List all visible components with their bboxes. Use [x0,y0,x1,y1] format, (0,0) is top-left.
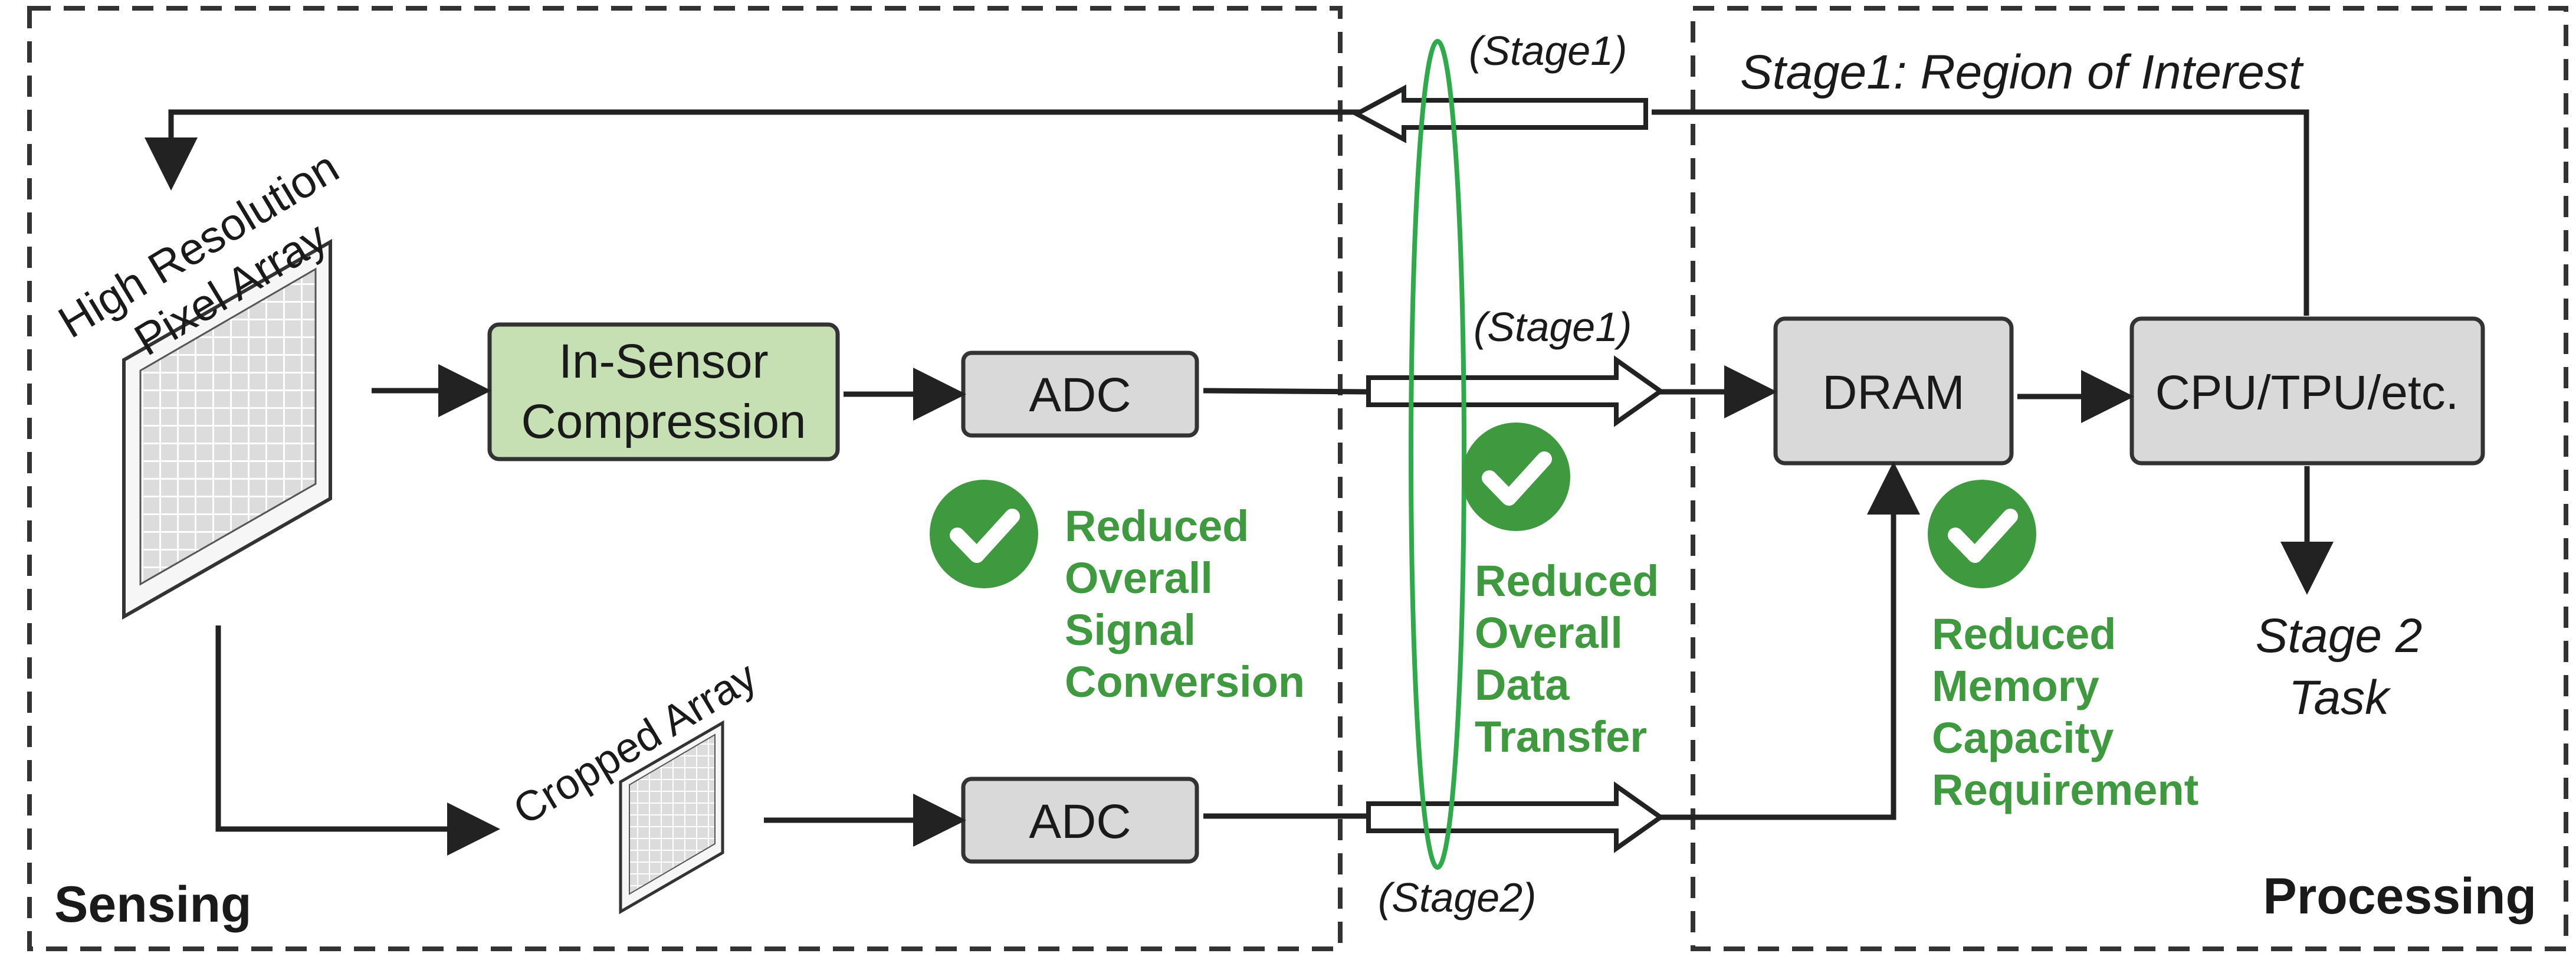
benefit-transfer-line: Reduced [1475,556,1659,605]
in-sensor-label-line1: In-Sensor [559,335,769,388]
arrow-feedback-to-array [145,109,1363,191]
sensing-region [27,6,1343,951]
benefit-signal-line: Conversion [1065,657,1305,706]
line-array-to-cropped [215,625,500,856]
cpu-tpu-label: CPU/TPU/etc. [2155,366,2459,420]
arrow-transfer-to-dram-bottom [1658,461,1920,820]
in-sensor-label-line2: Compression [521,395,806,448]
processing-region [1691,6,2568,951]
stage2-data-label: (Stage2) [1378,874,1536,921]
benefit-signal-conversion: Reduced Overall Signal Conversion [1065,502,1305,706]
adc-top-label: ADC [1029,368,1131,422]
hollow-arrow-stage2-data [1366,781,1665,853]
stage1-data-label: (Stage1) [1474,304,1632,350]
check-icon [1928,480,2036,588]
check-icon [930,480,1038,588]
arrow-roi-feedback [1652,109,2309,316]
benefit-signal-line: Overall [1065,553,1213,602]
data-transfer-highlight-ellipse [1409,39,1466,870]
sensing-label: Sensing [54,876,252,933]
stage2-task-line2: Task [2289,671,2391,725]
roi-label: Stage1: Region of Interest [1740,45,2304,99]
benefit-transfer-line: Overall [1475,608,1623,657]
dram-label: DRAM [1822,366,1964,420]
benefit-memory-line: Reduced [1932,610,2116,659]
stage2-task-line1: Stage 2 [2256,609,2423,663]
benefit-memory-line: Memory [1932,661,2099,710]
adc-bottom-label: ADC [1029,795,1131,849]
hollow-arrow-feedback [1351,84,1648,143]
stage1-feedback-label: (Stage1) [1469,28,1627,74]
line-adc-to-transfer-top [1203,388,1368,395]
benefit-signal-line: Reduced [1065,502,1249,551]
processing-label: Processing [2263,868,2536,925]
cropped-pixel-array [619,720,724,915]
benefit-memory-line: Requirement [1932,765,2198,814]
high-res-pixel-array [122,238,332,620]
benefit-signal-line: Signal [1065,605,1196,654]
benefit-transfer-line: Data [1475,660,1570,709]
benefit-memory-line: Capacity [1932,713,2114,762]
benefit-data-transfer: Reduced Overall Data Transfer [1475,556,1659,761]
benefit-memory-capacity: Reduced Memory Capacity Requirement [1932,610,2198,814]
check-icon [1462,422,1570,531]
benefit-transfer-line: Transfer [1475,712,1647,761]
